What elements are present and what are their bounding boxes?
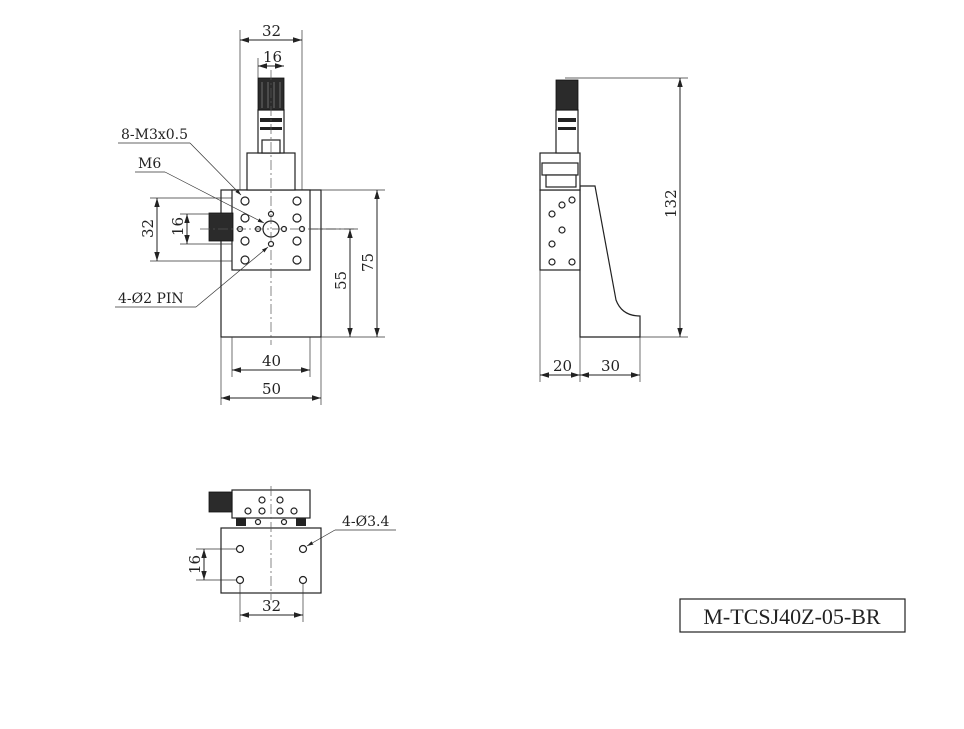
side-micrometer-barrel: [555, 109, 579, 154]
front-dim-top-width: 32: [262, 22, 281, 40]
front-dim-bottom-inner: 40: [262, 352, 281, 370]
bottom-stage-details: [236, 496, 306, 526]
side-dim-total-height: 132: [662, 189, 680, 218]
front-dim-left-outer: 32: [139, 219, 157, 238]
front-dim-left-inner: 16: [169, 217, 187, 236]
side-dim-base-b: 30: [601, 357, 620, 375]
front-label-threads: 8-M3x0.5: [121, 127, 188, 143]
side-view: 132 20 30: [539, 77, 688, 382]
side-slide-holes: [548, 196, 576, 266]
side-micrometer-knob: [555, 79, 579, 111]
front-side-knob: [208, 212, 234, 242]
side-bracket: [579, 185, 641, 338]
front-dim-top-half: 16: [263, 48, 282, 66]
bottom-dim-vertical: 16: [186, 555, 204, 574]
bottom-view: 4-Ø3.4 16 32: [186, 486, 396, 622]
front-label-center-thread: M6: [138, 156, 161, 172]
front-dim-height-total: 75: [359, 253, 377, 272]
part-number-box: M-TCSJ40Z-05-BR: [679, 598, 906, 633]
front-label-pins: 4-Ø2 PIN: [118, 291, 184, 307]
front-view: 32 16 32 16 55 75 40 50 8-M3x0.5: [115, 22, 385, 405]
bottom-dim-horizontal: 32: [262, 597, 281, 615]
front-dim-bottom-outer: 50: [262, 380, 281, 398]
part-number: M-TCSJ40Z-05-BR: [703, 604, 881, 629]
bottom-mount-holes: [235, 544, 308, 585]
bottom-side-knob: [208, 491, 233, 513]
side-dim-base-a: 20: [553, 357, 572, 375]
bottom-label-holes: 4-Ø3.4: [342, 514, 389, 530]
front-dim-height-center: 55: [332, 271, 350, 290]
